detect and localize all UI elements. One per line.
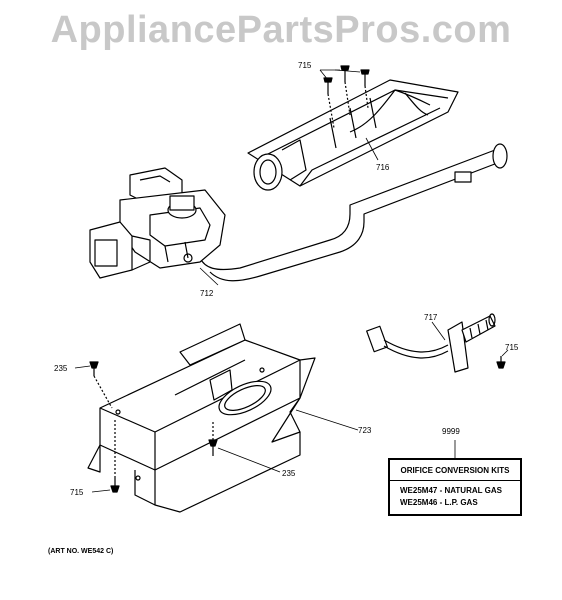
kit-divider [390, 480, 520, 481]
leader-lines [74, 69, 509, 493]
part-label-716: 716 [376, 163, 390, 172]
screw-group-715-top [323, 65, 370, 129]
igniter-717 [366, 313, 496, 373]
part-label-9999: 9999 [442, 427, 460, 436]
burner-tube-716 [247, 79, 459, 191]
part-label-715-bottom: 715 [70, 488, 84, 497]
part-label-235-left: 235 [54, 364, 68, 373]
orifice-kit-box: ORIFICE CONVERSION KITS WE25M47 - NATURA… [388, 458, 522, 516]
watermark: AppliancePartsPros.com [50, 9, 512, 51]
art-number: (ART NO. WE542 C) [48, 548, 114, 555]
screw-715-bottom-left [110, 420, 120, 493]
part-label-715-top: 715 [298, 61, 312, 70]
screw-235-left [89, 361, 113, 409]
part-label-235-bottom: 235 [282, 469, 296, 478]
screw-235-bottom [208, 420, 218, 456]
part-label-723: 723 [358, 426, 372, 435]
part-label-715-right: 715 [505, 343, 519, 352]
part-label-717: 717 [424, 313, 438, 322]
screw-715-right [496, 356, 506, 369]
gas-valve-712 [89, 167, 226, 279]
bracket-723 [87, 323, 316, 513]
kit-line-natural-gas: WE25M47 - NATURAL GAS [400, 486, 502, 495]
kit-title: ORIFICE CONVERSION KITS [400, 466, 510, 475]
part-label-712: 712 [200, 289, 214, 298]
gas-pipe [199, 143, 508, 282]
kit-line-lp-gas: WE25M46 - L.P. GAS [400, 498, 478, 507]
